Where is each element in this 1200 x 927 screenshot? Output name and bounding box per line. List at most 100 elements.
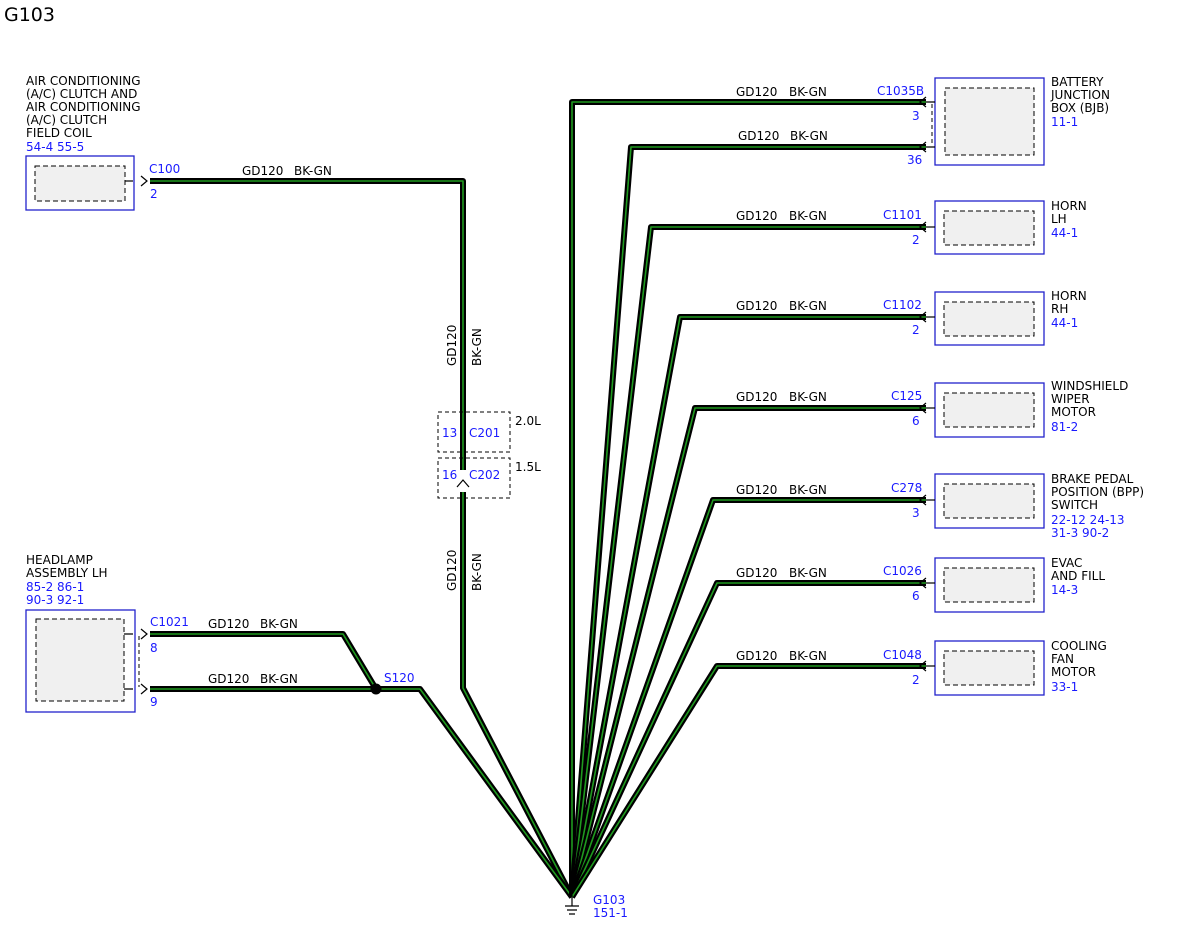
wire-label-circuit: GD120 xyxy=(242,164,283,178)
component-inner-box xyxy=(34,165,126,202)
wire-bjb-pin3 xyxy=(569,99,926,897)
wire-label-color: BK-GN xyxy=(470,328,484,366)
wire-labels: GD120 BK-GN GD120 BK-GN GD120 BK-GN GD12… xyxy=(208,85,828,686)
connector-pin-icon xyxy=(919,402,927,414)
component-refs: 85-2 86-1 xyxy=(26,580,84,594)
component-label-line: AIR CONDITIONING xyxy=(26,74,141,88)
engine-variant: 1.5L xyxy=(515,460,541,474)
component-label-line: COOLING xyxy=(1051,639,1107,653)
connector-pin-icon xyxy=(140,175,148,187)
component-inner-box xyxy=(35,618,125,702)
connector-name: C125 xyxy=(891,389,922,403)
connector-pin-icon xyxy=(919,660,927,672)
wire-bpp-switch xyxy=(569,497,926,899)
component-label-line: LH xyxy=(1051,212,1067,226)
wire-label-circuit: GD120 xyxy=(738,129,779,143)
pin-number: 2 xyxy=(912,323,920,337)
pin-number: 16 xyxy=(442,468,457,482)
connector-name: C1048 xyxy=(883,648,922,662)
wire-cooling-fan xyxy=(569,663,926,899)
connector-pin-icon xyxy=(919,494,927,506)
component-label-line: FIELD COIL xyxy=(26,126,92,140)
connector-pin-icon xyxy=(919,96,927,108)
connector-name: C1101 xyxy=(883,208,922,222)
pin-number: 8 xyxy=(150,641,158,655)
component-label-line: FAN xyxy=(1051,652,1074,666)
component-label-line: ASSEMBLY LH xyxy=(26,566,108,580)
component-label-line: WINDSHIELD xyxy=(1051,379,1128,393)
component-label-line: WIPER xyxy=(1051,392,1090,406)
component-headlamp-lh: HEADLAMP ASSEMBLY LH 85-2 86-1 90-3 92-1… xyxy=(25,553,189,713)
pin-number: 36 xyxy=(907,153,922,167)
wire-label-color: BK-GN xyxy=(789,566,827,580)
component-inner-box xyxy=(943,301,1035,337)
diagram-title: G103 xyxy=(4,4,55,26)
component-inner-box xyxy=(943,210,1035,246)
wire-label-circuit: GD120 xyxy=(445,325,459,366)
connector-pin-icon xyxy=(919,577,927,589)
wire-label-color: BK-GN xyxy=(790,129,828,143)
connector-name: C1102 xyxy=(883,298,922,312)
component-refs: 54-4 55-5 xyxy=(26,140,84,154)
connector-pin-icon xyxy=(456,479,470,488)
component-label-line: BRAKE PEDAL xyxy=(1051,472,1134,486)
wire-label-color: BK-GN xyxy=(789,649,827,663)
wire-headlamp-pin9 xyxy=(150,686,575,899)
pin-number: 3 xyxy=(912,109,920,123)
connector-pin-icon xyxy=(140,628,148,640)
component-label-line: MOTOR xyxy=(1051,405,1096,419)
connector-pin-icon xyxy=(140,683,148,695)
component-refs: 33-1 xyxy=(1051,680,1078,694)
component-label-line: (A/C) CLUTCH xyxy=(26,113,107,127)
wire-wiper-motor xyxy=(569,405,926,898)
component-label-line: RH xyxy=(1051,302,1068,316)
component-label-line: AND FILL xyxy=(1051,569,1105,583)
component-label-line: AIR CONDITIONING xyxy=(26,100,141,114)
component-label-line: MOTOR xyxy=(1051,665,1096,679)
component-evac-fill: C1026 6 EVAC AND FILL 14-3 xyxy=(883,556,1105,613)
pin-number: 3 xyxy=(912,506,920,520)
component-label-line: (A/C) CLUTCH AND xyxy=(26,87,137,101)
wire-label-color: BK-GN xyxy=(260,617,298,631)
component-label-line: BOX (BJB) xyxy=(1051,101,1109,115)
wire-label-circuit: GD120 xyxy=(736,566,777,580)
connector-pin-icon xyxy=(919,311,927,323)
component-inner-box xyxy=(943,650,1035,686)
connector-name: C1021 xyxy=(150,615,189,629)
component-ac-clutch: AIR CONDITIONING (A/C) CLUTCH AND AIR CO… xyxy=(25,74,180,211)
ground-name: G103 xyxy=(593,893,625,907)
component-refs: 22-12 24-13 xyxy=(1051,513,1125,527)
wire-label-color: BK-GN xyxy=(294,164,332,178)
wire-label-circuit: GD120 xyxy=(736,299,777,313)
wire-label-circuit: GD120 xyxy=(736,649,777,663)
component-inner-box xyxy=(943,567,1035,603)
inline-connector-box xyxy=(437,457,511,499)
wire-label-circuit: GD120 xyxy=(445,550,459,591)
wire-bjb-pin36 xyxy=(569,144,926,898)
component-bpp-switch: C278 3 BRAKE PEDAL POSITION (BPP) SWITCH… xyxy=(891,472,1144,540)
wire-label-circuit: GD120 xyxy=(208,672,249,686)
splice-s120: S120 xyxy=(370,671,415,695)
ground-icon xyxy=(565,895,579,915)
wire-headlamp-pin8 xyxy=(150,631,379,691)
component-label-line: JUNCTION xyxy=(1050,88,1110,102)
connector-name: C1035B xyxy=(877,84,924,98)
wires xyxy=(150,99,926,899)
component-cooling-fan: C1048 2 COOLING FAN MOTOR 33-1 xyxy=(883,639,1107,696)
wire-label-color: BK-GN xyxy=(789,85,827,99)
component-label-line: EVAC xyxy=(1051,556,1082,570)
component-horn-lh: C1101 2 HORN LH 44-1 xyxy=(883,199,1087,255)
connector-name: C278 xyxy=(891,481,922,495)
engine-variant: 2.0L xyxy=(515,414,541,428)
component-inner-box xyxy=(944,87,1035,156)
component-refs: 44-1 xyxy=(1051,226,1078,240)
connector-pin-icon xyxy=(919,141,927,153)
inline-connector-c201: 13 C201 2.0L xyxy=(437,411,541,453)
wire-label-circuit: GD120 xyxy=(208,617,249,631)
ground-page: 151-1 xyxy=(593,906,628,920)
wire-label-circuit: GD120 xyxy=(736,390,777,404)
component-refs: 44-1 xyxy=(1051,316,1078,330)
connector-pin-icon xyxy=(919,221,927,233)
pin-number: 6 xyxy=(912,589,920,603)
